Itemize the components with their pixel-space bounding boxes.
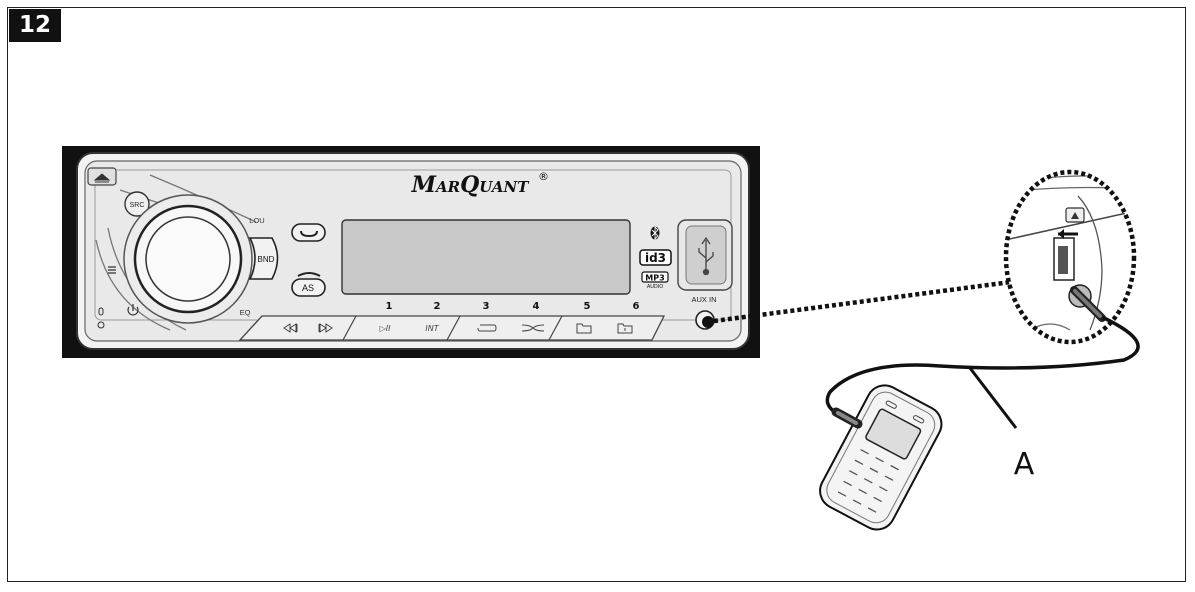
player-keypad [837, 449, 899, 513]
media-player [819, 384, 943, 531]
callout-leader-line [968, 367, 1018, 429]
aux-in-jack[interactable] [695, 310, 715, 330]
intro-label: INT [425, 324, 439, 333]
preset-4-label: 4 [533, 301, 540, 312]
usb-icon [698, 236, 714, 276]
aux-in-label: AUX IN [691, 295, 716, 304]
preset-button-strip [238, 315, 666, 341]
skip-back-button[interactable] [282, 319, 322, 337]
aux-cable [825, 316, 1140, 416]
repeat-button[interactable] [473, 319, 501, 337]
menu-icon [108, 266, 116, 274]
bnd-label: BND [258, 255, 275, 264]
preset-3-label: 3 [483, 301, 490, 312]
brand-logo: MarQuant ® [411, 170, 549, 198]
preset-2-label: 2 [434, 301, 441, 312]
bnd-button[interactable] [248, 237, 279, 280]
folder-down-icon [576, 323, 592, 334]
folder-down-button[interactable] [572, 319, 598, 337]
play-pause-label: ▷II [380, 324, 392, 333]
preset-6-label: 6 [633, 301, 640, 312]
eq-label: EQ [240, 308, 251, 317]
connection-dotted-line [713, 277, 1027, 324]
preset-5-label: 5 [584, 301, 591, 312]
preset-1-label: 1 [386, 301, 393, 312]
lcd-display [341, 219, 631, 295]
folder-up-icon [617, 323, 633, 334]
brand-name: MarQuant [411, 172, 531, 198]
bluetooth-icon [650, 225, 660, 241]
id3-logo: id3 [639, 249, 672, 266]
figure-number-badge: 12 [9, 9, 61, 42]
phone-button[interactable] [291, 223, 326, 242]
hangup-icon [297, 272, 321, 277]
eject-icon [93, 173, 111, 183]
mp3-label: MP3 [645, 274, 664, 283]
player-screen [865, 408, 922, 460]
id3-label: id3 [645, 251, 666, 265]
skip-forward-button[interactable] [318, 319, 354, 337]
mp3-logo: MP3 AUDIO [641, 271, 669, 290]
volume-knob[interactable] [123, 194, 253, 324]
src-button[interactable] [124, 191, 150, 217]
repeat-icon [477, 324, 497, 332]
usb-port-cover[interactable] [677, 219, 733, 291]
player-plug [831, 407, 863, 429]
lou-label: LOU [249, 216, 264, 225]
audio-label: AUDIO [647, 284, 663, 290]
skip-forward-icon [318, 323, 333, 333]
phone-icon [300, 230, 318, 238]
as-label: AS [302, 283, 314, 293]
callout-label-a: A [1014, 447, 1035, 482]
shuffle-icon [521, 324, 545, 332]
as-button[interactable] [291, 278, 326, 297]
aux-detail-inset [1003, 169, 1137, 345]
mic-icon [97, 307, 105, 329]
src-label: SRC [130, 202, 145, 209]
skip-back-icon [283, 323, 298, 333]
power-icon [127, 304, 139, 316]
preset-numbers: 1 2 3 4 5 6 [386, 301, 640, 312]
brand-registered-mark: ® [538, 170, 549, 183]
